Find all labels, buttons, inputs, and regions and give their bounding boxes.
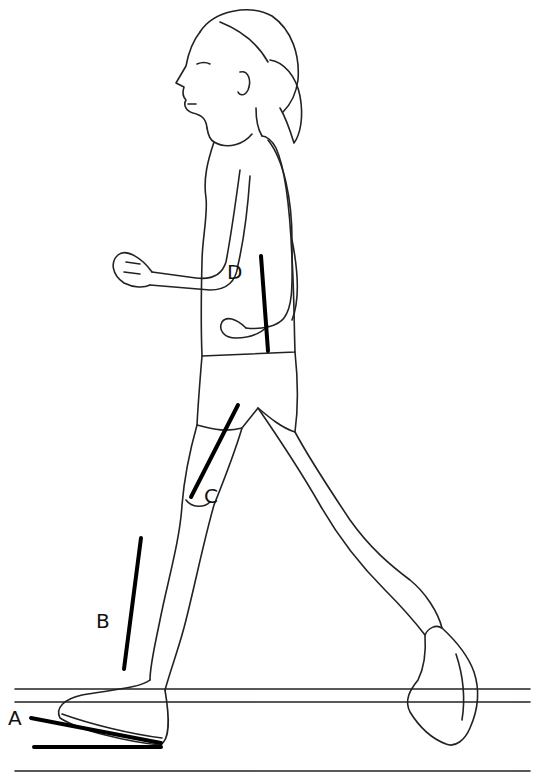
angle-lines: [31, 256, 268, 747]
part-label: A: [8, 708, 22, 728]
part-label: C: [204, 486, 218, 506]
part-label: B: [96, 611, 110, 631]
part-label: D: [227, 262, 242, 282]
